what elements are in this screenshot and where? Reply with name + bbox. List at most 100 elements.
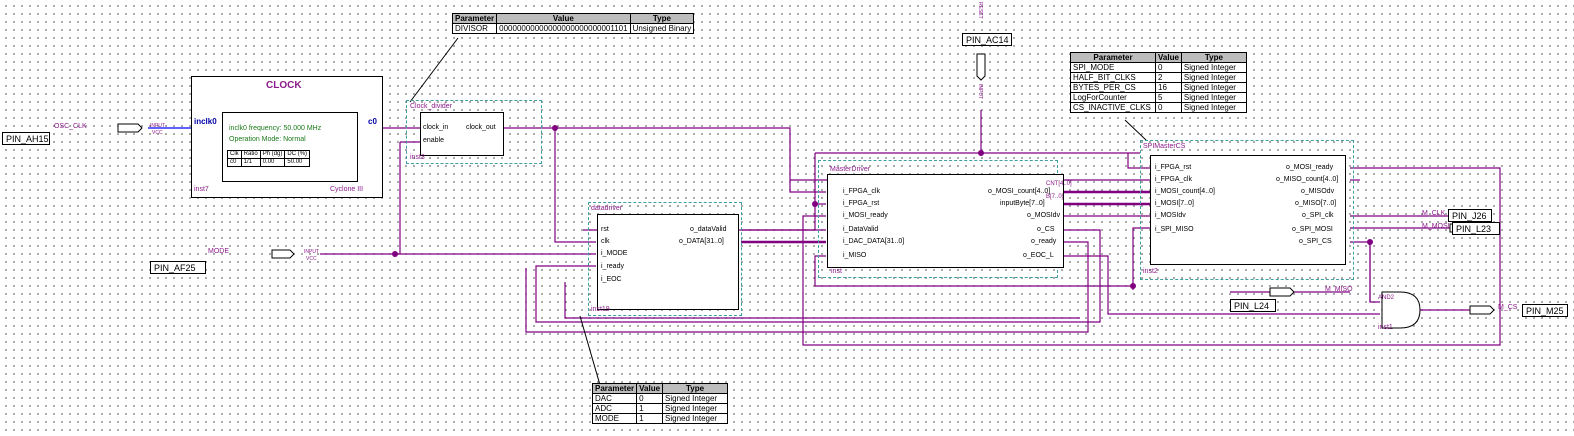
cs-wire (535, 229, 1101, 323)
junction-dot (978, 150, 984, 156)
master-in-port: i_DataValid (843, 226, 879, 233)
datadriver-title: datadriver (591, 205, 623, 212)
spi-out-port: o_SPI_clk (1302, 212, 1334, 219)
pll-table-cell: 0.00 (259, 158, 286, 167)
master-in-port: i_MISO (843, 252, 867, 259)
reset-input-label: INPUT (977, 84, 983, 99)
pll-c0-port: c0 (368, 117, 377, 126)
pin-ah15[interactable]: PIN_AH15 (2, 132, 50, 145)
param-cell: 1 (636, 403, 664, 414)
m-mosi-label: M_MOSI (1422, 223, 1450, 230)
mode-pin-symbol (271, 249, 295, 259)
param-cell: 1 (636, 413, 664, 424)
datadriver-out-port: o_dataValid (690, 226, 727, 233)
param-head: Parameter (1070, 52, 1156, 63)
pin-j26[interactable]: PIN_J26 (1448, 209, 1492, 222)
spi-out-port: o_MISO_count[4..0] (1276, 176, 1339, 183)
param-cell: HALF_BIT_CLKS (1070, 72, 1156, 83)
spi-inst-label: inst2 (1143, 268, 1158, 275)
m-miso-label: M_MISO (1325, 286, 1353, 293)
pin-l23[interactable]: PIN_L23 (1452, 222, 1500, 235)
spi-dashed-frame (1140, 140, 1354, 280)
divider-block[interactable] (420, 112, 504, 156)
pll-inner-box (222, 112, 358, 182)
pin-l24[interactable]: PIN_L24 (1230, 299, 1276, 312)
master-out-port: o_ready (1031, 238, 1057, 245)
spi-in-port: i_MOSIdv (1155, 212, 1186, 219)
divider-inst-label: inst3 (410, 154, 425, 161)
datadriver-block[interactable] (597, 214, 739, 310)
datadriver-in-port: rst (601, 226, 609, 233)
divider-clock-in-port: clock_in (423, 124, 449, 131)
spi-cs-wire (1350, 241, 1380, 303)
pin-ac14[interactable]: PIN_AC14 (962, 33, 1012, 46)
param-cell: CS_INACTIVE_CLKS (1070, 102, 1156, 113)
leader-line (409, 37, 459, 103)
spi-block[interactable] (1150, 155, 1346, 265)
pll-table-cell: c0 (227, 158, 242, 167)
param-cell: DAC (591, 393, 638, 404)
spi-ready-wire (802, 167, 1501, 346)
junction-dot (812, 201, 818, 207)
param-head: Parameter (591, 383, 638, 394)
pll-inst-label: inst7 (194, 186, 209, 193)
osc-vcc-label: VCC (152, 130, 163, 136)
pll-freq: inclk0 frequency: 50.000 MHz (229, 125, 322, 132)
and-gate-symbol (1381, 291, 1421, 329)
param-cell: Signed Integer (1180, 72, 1247, 83)
and-gate-title: AND2 (1378, 295, 1395, 301)
datadriver-in-port: clk (601, 238, 610, 245)
param-head: Type (1180, 52, 1247, 63)
param-cell: 2 (1155, 72, 1182, 83)
pll-mode: Operation Mode: Normal (229, 136, 306, 143)
master-miso (814, 255, 1133, 287)
divider-dashed-frame (406, 100, 542, 164)
param-cell: DIVISOR (451, 23, 498, 34)
pll-table-cell: 1/1 (240, 158, 261, 167)
datadriver-inst-label: inst19 (591, 306, 610, 313)
master-out-port: inputByte[7..0] (1000, 200, 1045, 207)
param-cell: 5 (1155, 92, 1182, 103)
junction-dot (1130, 283, 1136, 289)
master-in-port: i_FPGA_rst (843, 200, 880, 207)
eoc-wire (1063, 255, 1380, 315)
param-cell: ADC (591, 403, 638, 414)
param-head: Parameter (451, 13, 498, 24)
pin-af25[interactable]: PIN_AF25 (150, 261, 206, 274)
leader-line (579, 315, 601, 386)
spi-in-port: i_SPI_MISO (1155, 226, 1194, 233)
param-cell: Signed Integer (1180, 92, 1247, 103)
spi-title: SPIMasterCS (1143, 143, 1186, 150)
param-cell: Signed Integer (1180, 82, 1247, 93)
pin-m25[interactable]: PIN_M25 (1522, 304, 1568, 317)
master-cnt-bus-label: CNT[4..0] (1046, 181, 1072, 187)
param-cell: Signed Integer (662, 413, 729, 424)
eoc-to-dd (564, 282, 1080, 319)
pll-table-head: Ratio (240, 150, 261, 159)
pll-family-label: Cyclone III (330, 186, 364, 193)
param-cell: Signed Integer (1180, 102, 1247, 113)
divider-enable-port: enable (423, 137, 445, 144)
datadriver-dashed-frame (588, 202, 742, 316)
spi-out-port: o_MISOdv (1301, 188, 1335, 195)
and-gate-inst: inst1 (1378, 324, 1393, 331)
mode-vcc-label: VCC (306, 256, 317, 262)
datadriver-in-port: i_MODE (601, 250, 628, 257)
spi-miso-h (1132, 227, 1150, 290)
spi-out-port: o_SPI_MOSI (1292, 226, 1333, 233)
master-in-port: i_FPGA_clk (843, 188, 880, 195)
pll-inclk-port: inclk0 (194, 117, 217, 126)
param-cell: Signed Integer (662, 403, 729, 414)
cs-pin-symbol (1469, 305, 1495, 315)
master-block[interactable] (827, 174, 1064, 268)
m-cs-label: M_CS (1498, 304, 1518, 311)
datadriver-in-port: i_ready (601, 263, 624, 270)
osc-clk-label: OSC_CLK (54, 123, 87, 130)
param-cell: 16 (1155, 82, 1182, 93)
datadriver-out-port: o_DATA[31..0] (679, 238, 724, 245)
param-cell: MODE (591, 413, 638, 424)
clk-to-datadriver (554, 128, 596, 243)
pll-table-head: Clk (227, 150, 242, 159)
master-out-port: o_CS (1037, 226, 1055, 233)
